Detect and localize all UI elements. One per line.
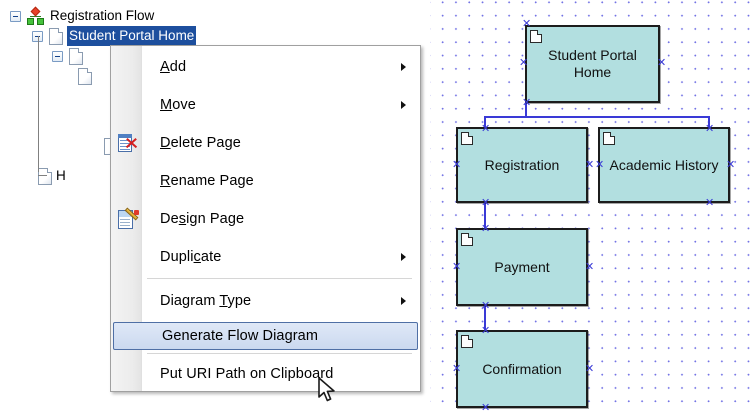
- menu-item-put-uri-path-on-clipboard-label: Put URI Path on Clipboard: [160, 366, 334, 382]
- mouse-cursor-icon: [318, 377, 335, 402]
- menu-separator-2: [147, 353, 412, 354]
- handle-marker[interactable]: ✕: [657, 57, 667, 69]
- diagram-node-label: Student Portal Home: [548, 47, 637, 80]
- handle-marker[interactable]: ✕: [595, 159, 605, 171]
- tree-row-student-portal-home[interactable]: Student Portal Home: [32, 26, 197, 46]
- tree-leaf-label: H: [56, 168, 66, 183]
- edge-payment-to-confirmation: [484, 306, 486, 334]
- handle-marker[interactable]: ✕: [481, 197, 491, 209]
- page-fold-icon: [603, 132, 615, 145]
- handle-marker[interactable]: ✕: [522, 18, 532, 30]
- handle-marker[interactable]: ✕: [481, 223, 491, 235]
- handle-marker[interactable]: ✕: [522, 97, 532, 109]
- menu-item-move-label: Move: [160, 97, 196, 113]
- handle-marker[interactable]: ✕: [726, 159, 736, 171]
- handle-marker[interactable]: ✕: [585, 261, 595, 273]
- handle-marker[interactable]: ✕: [481, 300, 491, 312]
- menu-item-duplicate-label: Duplicate: [160, 249, 222, 265]
- menu-item-delete-page-label: Delete Page: [160, 135, 241, 151]
- menu-item-duplicate[interactable]: Duplicate: [112, 240, 419, 274]
- diagram-node-label: Registration: [484, 156, 560, 173]
- menu-item-rename-page-label: Rename Page: [160, 173, 254, 189]
- tree-row-leaf-h[interactable]: H: [38, 166, 66, 186]
- menu-item-generate-flow-diagram-label: Generate Flow Diagram: [162, 328, 319, 344]
- delete-page-icon: [117, 134, 139, 154]
- root-collapse-icon[interactable]: [10, 10, 21, 22]
- page-icon: [49, 27, 63, 45]
- context-menu[interactable]: Add Move Delete Page Rename Page: [110, 45, 421, 402]
- edge-to-academic-history: [708, 116, 710, 130]
- page-icon: [38, 167, 52, 185]
- menu-item-design-page-label: Design Page: [160, 211, 245, 227]
- tree-connector-horizontal: [38, 175, 47, 176]
- context-menu-gutter-divider: [141, 46, 142, 391]
- design-page-icon: [117, 207, 139, 230]
- menu-item-diagram-type-label: Diagram Type: [160, 293, 252, 309]
- menu-item-generate-flow-diagram[interactable]: Generate Flow Diagram: [113, 322, 418, 350]
- handle-marker[interactable]: ✕: [705, 197, 715, 209]
- menu-item-diagram-type[interactable]: Diagram Type: [112, 284, 419, 318]
- handle-marker[interactable]: ✕: [519, 57, 529, 69]
- flow-diagram-canvas[interactable]: Student Portal Home Registration Academi…: [430, 0, 752, 411]
- diagram-node-confirmation[interactable]: Confirmation: [456, 330, 588, 408]
- diagram-node-payment[interactable]: Payment: [456, 228, 588, 306]
- menu-item-put-uri-path-on-clipboard[interactable]: Put URI Path on Clipboard: [112, 357, 419, 391]
- handle-marker[interactable]: ✕: [452, 363, 462, 375]
- page-icon: [69, 47, 83, 65]
- handle-marker[interactable]: ✕: [481, 402, 491, 411]
- edge-to-registration: [484, 116, 486, 130]
- diagram-node-student-portal-home[interactable]: Student Portal Home: [525, 25, 660, 103]
- menu-item-add-label: Add: [160, 59, 187, 75]
- handle-marker[interactable]: ✕: [452, 261, 462, 273]
- page-fold-icon: [461, 132, 473, 145]
- page-fold-icon: [530, 30, 542, 43]
- child-collapse-icon[interactable]: [52, 50, 63, 62]
- menu-item-add[interactable]: Add: [112, 50, 419, 84]
- menu-item-delete-page[interactable]: Delete Page: [112, 126, 419, 160]
- page-fold-icon: [461, 233, 473, 246]
- chevron-right-icon: [401, 63, 406, 71]
- handle-marker[interactable]: ✕: [481, 325, 491, 337]
- diagram-node-label: Payment: [494, 258, 550, 275]
- handle-marker[interactable]: ✕: [452, 159, 462, 171]
- diagram-node-label: Confirmation: [482, 360, 562, 377]
- tree-root-label: Registration Flow: [50, 8, 155, 23]
- menu-separator-1: [147, 278, 412, 279]
- handle-marker[interactable]: ✕: [705, 123, 715, 135]
- tree-connector-vertical: [38, 36, 39, 172]
- diagram-node-registration[interactable]: Registration: [456, 127, 588, 203]
- page-fold-icon: [461, 335, 473, 348]
- diagram-node-label: Academic History: [609, 156, 719, 173]
- handle-marker[interactable]: ✕: [481, 123, 491, 135]
- menu-item-design-page[interactable]: Design Page: [112, 202, 419, 236]
- diagram-node-academic-history[interactable]: Academic History: [598, 127, 730, 203]
- chevron-right-icon: [401, 101, 406, 109]
- tree-row-root[interactable]: Registration Flow: [10, 6, 154, 26]
- student-portal-home-collapse-icon[interactable]: [32, 30, 43, 42]
- menu-item-move[interactable]: Move: [112, 88, 419, 122]
- chevron-right-icon: [401, 297, 406, 305]
- edge-home-down: [525, 102, 527, 117]
- menu-item-rename-page[interactable]: Rename Page: [112, 164, 419, 198]
- tree-selected-label: Student Portal Home: [67, 26, 197, 46]
- tree-row-child-2[interactable]: [78, 66, 96, 86]
- page-icon: [78, 67, 92, 85]
- edge-registration-to-payment: [484, 202, 486, 229]
- handle-marker[interactable]: ✕: [585, 363, 595, 375]
- tree-row-child-1[interactable]: [52, 46, 87, 66]
- sitemap-icon: [27, 6, 44, 25]
- handle-marker[interactable]: ✕: [585, 159, 595, 171]
- chevron-right-icon: [401, 253, 406, 261]
- edge-home-split: [484, 116, 710, 118]
